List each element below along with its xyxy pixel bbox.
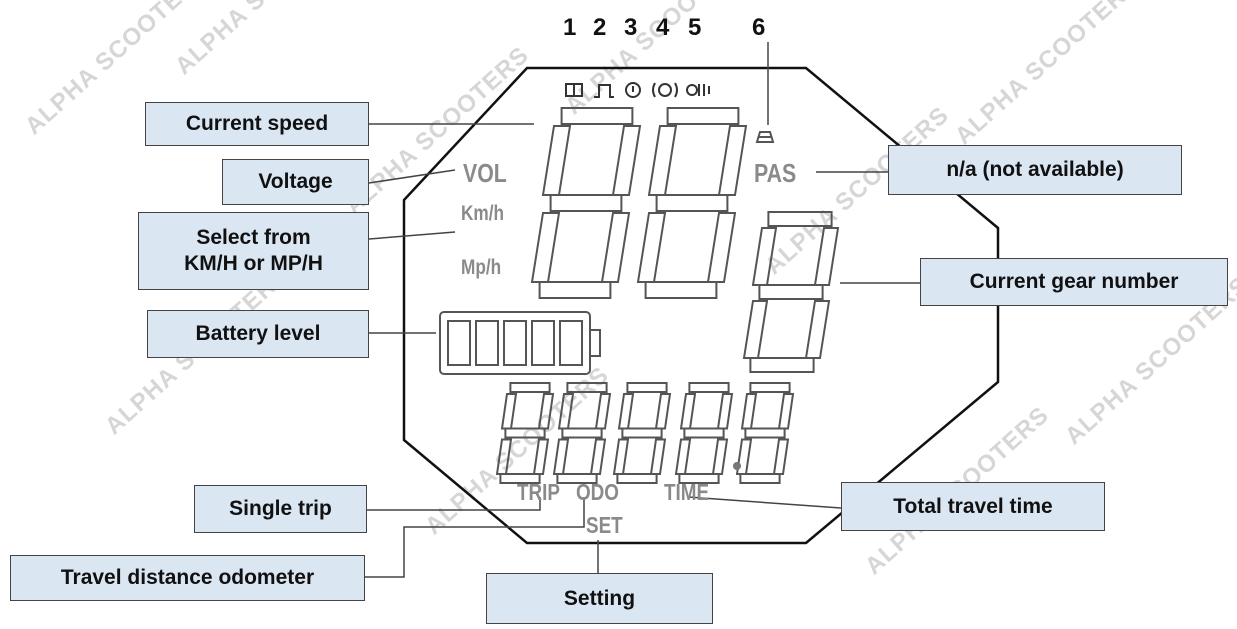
odo-digit-seg (617, 393, 635, 430)
time-label: TIME (664, 479, 710, 505)
lcd-outline (402, 66, 1000, 545)
headlight-icon (565, 83, 583, 97)
indicator-number: 1 (563, 14, 577, 41)
gear-digit-seg (758, 284, 824, 300)
odo-digit-seg (556, 473, 598, 484)
callout-current-gear: Current gear number (920, 258, 1228, 306)
odo-digit-seg (739, 473, 781, 484)
odo-digit-seg (777, 393, 795, 430)
callout-battery-level: Battery level (147, 310, 369, 358)
odo-digit-seg (612, 438, 630, 475)
gear-digit-seg (767, 211, 833, 227)
speed-digit-seg (666, 107, 740, 125)
odo-digit-seg (552, 438, 570, 475)
warning-icon (625, 82, 641, 98)
speed-digit-seg (717, 125, 748, 196)
odo-digit-seg (537, 393, 555, 430)
odo-digit-seg (589, 438, 607, 475)
gear-digit-seg (742, 300, 769, 359)
indicator-number: 6 (752, 14, 766, 41)
brake-icon (652, 82, 678, 98)
speed-digit-seg (636, 212, 667, 283)
kmh-label: Km/h (461, 202, 505, 225)
speed-digit-seg (655, 194, 729, 212)
odo-digit-seg (594, 393, 612, 430)
callout-current-speed: Current speed (145, 102, 369, 146)
odo-digit-seg (772, 438, 790, 475)
odo-digit-seg (679, 393, 697, 430)
odo-digit-seg (683, 427, 725, 439)
callout-na: n/a (not available) (888, 145, 1182, 195)
motor-icon (686, 84, 710, 96)
segment-digits (495, 107, 840, 484)
odo-label: ODO (576, 479, 619, 505)
callout-setting: Setting (486, 573, 713, 624)
odo-digit-seg (561, 427, 603, 439)
odo-digit-seg (626, 382, 668, 393)
odo-digit-seg (678, 473, 720, 484)
speed-digit-seg (644, 281, 718, 299)
odo-digit-seg (674, 438, 692, 475)
indicator-number: 5 (688, 14, 702, 41)
odo-digit-seg (500, 393, 518, 430)
gear-digit-seg (813, 227, 840, 286)
odo-digit-seg (654, 393, 672, 430)
pulse-icon (594, 84, 614, 98)
speed-digit-seg (706, 212, 737, 283)
odo-digit-seg (740, 393, 758, 430)
callout-single-trip: Single trip (194, 485, 367, 533)
leader-lines (365, 42, 920, 578)
odo-digit-seg (711, 438, 729, 475)
callout-voltage: Voltage (222, 159, 369, 205)
odo-digit-seg (509, 382, 551, 393)
speed-digit-seg (647, 125, 678, 196)
gear-digit-seg (749, 357, 815, 373)
odo-digit-seg (716, 393, 734, 430)
odo-digit-seg (649, 438, 667, 475)
speed-digit-seg (560, 107, 634, 125)
cruise-icon (755, 131, 775, 143)
odo-digit-seg (749, 382, 791, 393)
odo-digit-seg (504, 427, 546, 439)
decimal-point (733, 462, 741, 470)
odo-digit-seg (744, 427, 786, 439)
indicator-number: 2 (593, 14, 607, 41)
gear-digit-seg (751, 227, 778, 286)
odo-digit-seg (621, 427, 663, 439)
speed-digit-seg (600, 212, 631, 283)
speed-digit-seg (549, 194, 623, 212)
speed-digit-seg (530, 212, 561, 283)
callout-total-travel-time: Total travel time (841, 482, 1105, 531)
pas-label: PAS (754, 158, 797, 188)
set-label: SET (586, 512, 623, 538)
speed-digit-seg (611, 125, 642, 196)
mph-label: Mp/h (461, 256, 502, 279)
odo-digit-seg (499, 473, 541, 484)
speed-digit-seg (538, 281, 612, 299)
battery-icon (439, 311, 601, 375)
odo-digit-seg (532, 438, 550, 475)
callout-odometer: Travel distance odometer (10, 555, 365, 601)
speed-digit-seg (541, 125, 572, 196)
indicator-number: 4 (656, 14, 670, 41)
vol-label: VOL (463, 158, 507, 188)
indicator-number: 3 (624, 14, 638, 41)
odo-digit-seg (495, 438, 513, 475)
odo-digit-seg (688, 382, 730, 393)
odo-digit-seg (566, 382, 608, 393)
trip-label: TRIP (517, 479, 560, 505)
odo-digit-seg (557, 393, 575, 430)
odo-digit-seg (616, 473, 658, 484)
gear-digit-seg (804, 300, 831, 359)
